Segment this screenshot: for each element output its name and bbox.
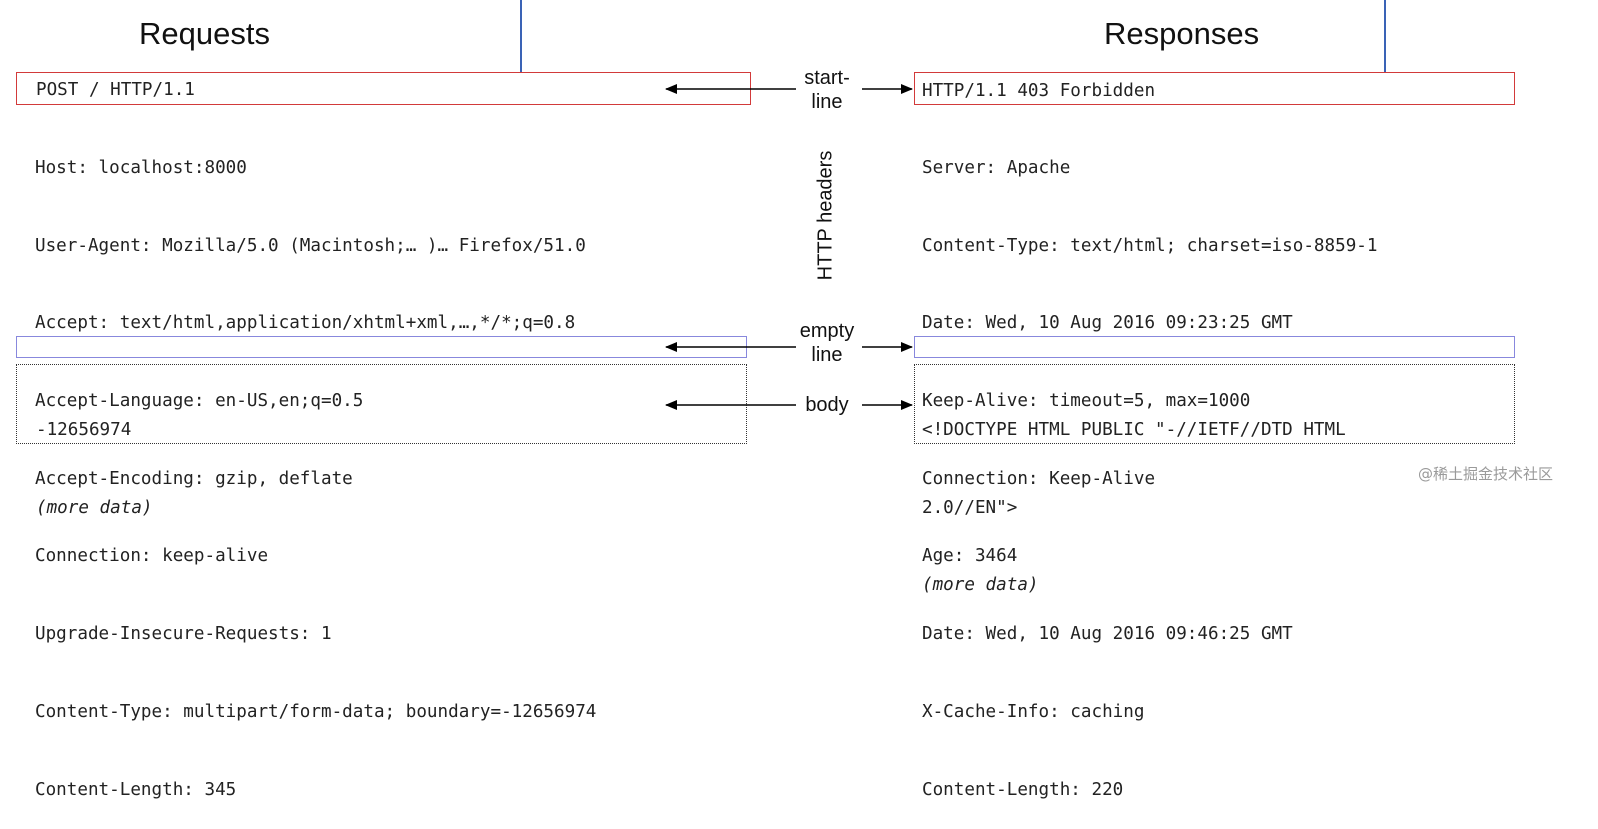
empty-line-label: empty line [782,319,872,367]
left-divider-line [520,0,522,72]
request-header-line: Accept-Encoding: gzip, deflate [35,468,353,489]
requests-title: Requests [139,16,270,51]
response-header-line: Connection: Keep-Alive [922,468,1156,489]
arrows-layer [665,84,913,410]
request-header-line: Accept-Language: en-US,en;q=0.5 [35,390,364,411]
response-header-line: Keep-Alive: timeout=5, max=1000 [922,390,1251,411]
responses-title: Responses [1104,16,1260,51]
request-body-box [16,364,747,444]
response-header-line: Date: Wed, 10 Aug 2016 09:46:25 GMT [922,624,1293,645]
request-header-line: Connection: keep-alive [35,546,269,567]
response-start-line-box [914,72,1515,105]
request-start-line: POST / HTTP/1.1 [36,80,195,100]
response-start-line: HTTP/1.1 403 Forbidden [922,81,1156,101]
request-header-line: User-Agent: Mozilla/5.0 (Macintosh;… )… … [35,235,586,256]
request-header-line: Accept: text/html,application/xhtml+xml,… [35,313,576,334]
right-divider-line [1384,0,1386,72]
start-line-label-1: start- [804,67,850,89]
response-header-line: Content-Type: text/html; charset=iso-885… [922,235,1378,256]
response-body-more-data: (more data) [922,575,1039,596]
request-body-line: -12656974 [36,419,132,440]
empty-line-label-1: empty [799,320,855,342]
request-header-line: Content-Type: multipart/form-data; bound… [35,701,597,722]
response-header-line: Date: Wed, 10 Aug 2016 09:23:25 GMT [922,313,1293,334]
watermark: @稀土掘金技术社区 [1418,465,1554,483]
response-header-line: Server: Apache [922,157,1071,178]
request-header-line: Host: localhost:8000 [35,157,247,178]
request-header-line: Content-Length: 345 [35,779,237,800]
response-empty-line-box [914,336,1515,358]
start-line-label: start- line [782,66,872,114]
empty-line-label-2: line [811,344,843,366]
request-header-line: Upgrade-Insecure-Requests: 1 [35,624,332,645]
body-label: body [805,394,849,416]
start-line-label-2: line [811,91,843,113]
response-body-line: <!DOCTYPE HTML PUBLIC "-//IETF//DTD HTML [922,419,1346,440]
response-body-box [914,364,1515,444]
response-header-line: X-Cache-Info: caching [922,701,1145,722]
response-header-line: Content-Length: 220 [922,779,1124,800]
